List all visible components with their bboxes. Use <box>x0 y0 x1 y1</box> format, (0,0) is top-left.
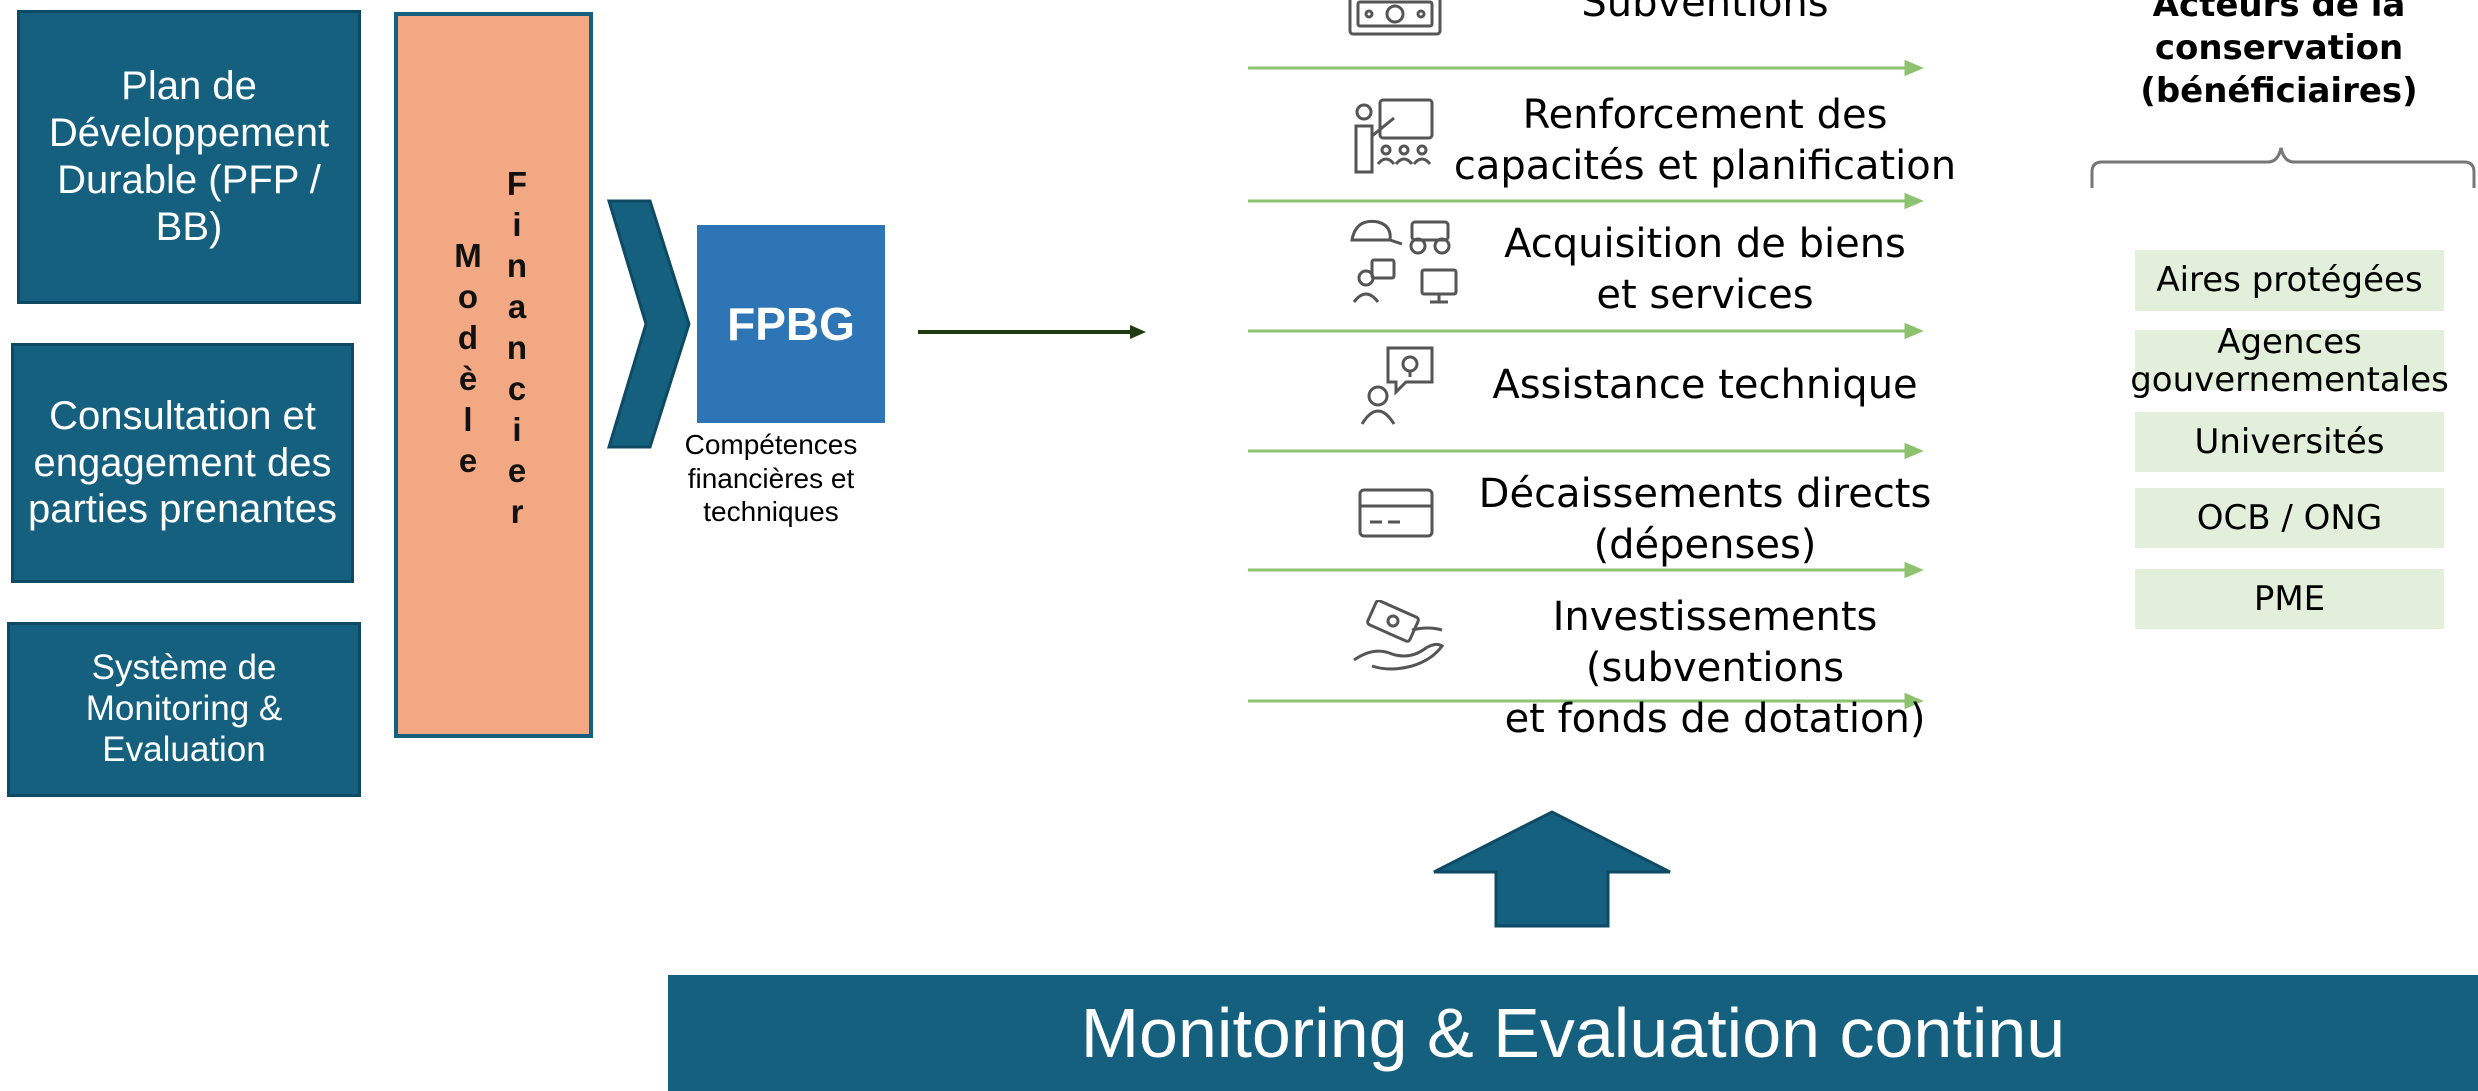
header-line: Acteurs de la <box>2152 0 2406 25</box>
curly-brace-icon <box>2090 147 2476 188</box>
fpbg-label: FPBG <box>727 298 855 350</box>
beneficiaries-header: Acteurs de la conservation (bénéficiaire… <box>2084 0 2474 114</box>
plan-developpement-text: Plan de Développement Durable (PFP / BB) <box>48 64 330 249</box>
monitoring-system-text: Système de Monitoring & Evaluation <box>85 648 283 769</box>
technical-assistance-icon <box>1360 346 1434 425</box>
service-line: capacités et planification <box>1453 142 1957 189</box>
service-label-subventions: Subventions <box>1440 0 1970 29</box>
consultation-box: Consultation et engagement des parties p… <box>11 343 354 583</box>
financier-letter: r <box>510 493 524 530</box>
service-line: (dépenses) <box>1593 521 1817 568</box>
monitoring-evaluation-label: Monitoring & Evaluation continu <box>1080 994 2066 1072</box>
service-label-decaissements: Décaissements directs (dépenses) <box>1440 469 1970 571</box>
modele-letter: è <box>458 360 478 397</box>
financier-letter: n <box>506 247 528 284</box>
money-hand-icon <box>1353 600 1445 671</box>
plan-developpement-box: Plan de Développement Durable (PFP / BB) <box>17 10 361 304</box>
fpbg-box: FPBG <box>697 225 885 423</box>
service-line: Investissements (subventions <box>1552 594 1878 691</box>
financier-letter: c <box>507 370 527 407</box>
header-line: conservation <box>2154 28 2404 69</box>
financier-letter: a <box>507 288 527 325</box>
consultation-text: Consultation et engagement des parties p… <box>27 393 338 532</box>
goods-icon <box>1350 219 1458 304</box>
header-line: (bénéficiaires) <box>2140 71 2418 112</box>
chevron-arrow-icon <box>606 199 691 449</box>
service-label-renforcement: Renforcement des capacités et planificat… <box>1440 90 1970 192</box>
fpbg-caption: Compétences financières et techniques <box>684 429 858 528</box>
financier-letter: i <box>512 206 522 243</box>
service-divider-lines <box>1248 59 1924 710</box>
beneficiary-label: Universités <box>2194 421 2385 462</box>
cash-icon <box>1348 0 1442 36</box>
modele-letter: l <box>463 401 473 438</box>
service-label-acquisition: Acquisition de biens et services <box>1440 219 1970 321</box>
card-icon <box>1358 488 1434 538</box>
beneficiary-label: Agences gouvernementales <box>2130 321 2449 400</box>
connector-arrow <box>918 325 1146 339</box>
modele-letter: e <box>458 442 478 479</box>
modele-letter: d <box>457 319 479 356</box>
service-line: Renforcement des <box>1522 92 1888 138</box>
financier-letter: i <box>512 411 522 448</box>
beneficiary-ocb-ong: OCB / ONG <box>2135 488 2444 548</box>
beneficiary-pme: PME <box>2135 569 2444 629</box>
financier-vertical-label: F i n a n c i e r <box>499 163 535 532</box>
modele-financier-box <box>394 12 593 738</box>
service-label-assistance: Assistance technique <box>1440 360 1970 411</box>
service-line: Subventions <box>1581 0 1829 26</box>
beneficiary-label: Aires protégées <box>2156 260 2423 301</box>
service-line: et services <box>1596 271 1814 318</box>
service-line: Acquisition de biens <box>1504 221 1906 267</box>
modele-letter: o <box>457 278 479 315</box>
service-line: Assistance technique <box>1492 362 1918 408</box>
service-line: et fonds de dotation) <box>1504 695 1926 742</box>
beneficiary-agences-gouvernementales: Agences gouvernementales <box>2130 323 2449 399</box>
beneficiary-label: PME <box>2253 578 2326 619</box>
monitoring-evaluation-banner: Monitoring & Evaluation continu <box>668 975 2478 1091</box>
modele-letter: M <box>454 237 482 274</box>
beneficiary-aires-protegees: Aires protégées <box>2135 250 2444 311</box>
up-arrow-icon <box>1433 810 1671 928</box>
modele-vertical-label: M o d è l e <box>450 235 486 481</box>
monitoring-system-box: Système de Monitoring & Evaluation <box>7 622 361 797</box>
service-label-investissements: Investissements (subventions et fonds de… <box>1440 592 1990 744</box>
beneficiary-label: OCB / ONG <box>2196 497 2383 538</box>
service-line: Décaissements directs <box>1478 471 1932 517</box>
beneficiary-universites: Universités <box>2135 412 2444 472</box>
financier-letter: n <box>506 329 528 366</box>
presentation-icon <box>1354 98 1434 174</box>
financier-letter: e <box>507 452 527 489</box>
financier-letter: F <box>506 165 528 202</box>
